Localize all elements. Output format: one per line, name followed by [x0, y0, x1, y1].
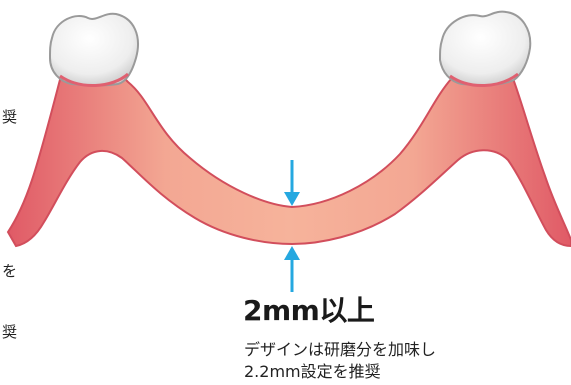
arrow-down-icon [284, 160, 300, 206]
arrow-up-icon [284, 246, 300, 292]
edge-text-1: 奨 [2, 108, 24, 126]
thickness-title: 2mm以上 [243, 295, 374, 327]
edge-text-2: を [2, 262, 24, 280]
denture-arch [8, 65, 571, 246]
thickness-note-line-2: 2.2mm設定を推奨 [244, 362, 381, 382]
thickness-note-line-1: デザインは研磨分を加味し [244, 340, 436, 360]
edge-text-3: 奨 [2, 323, 24, 341]
